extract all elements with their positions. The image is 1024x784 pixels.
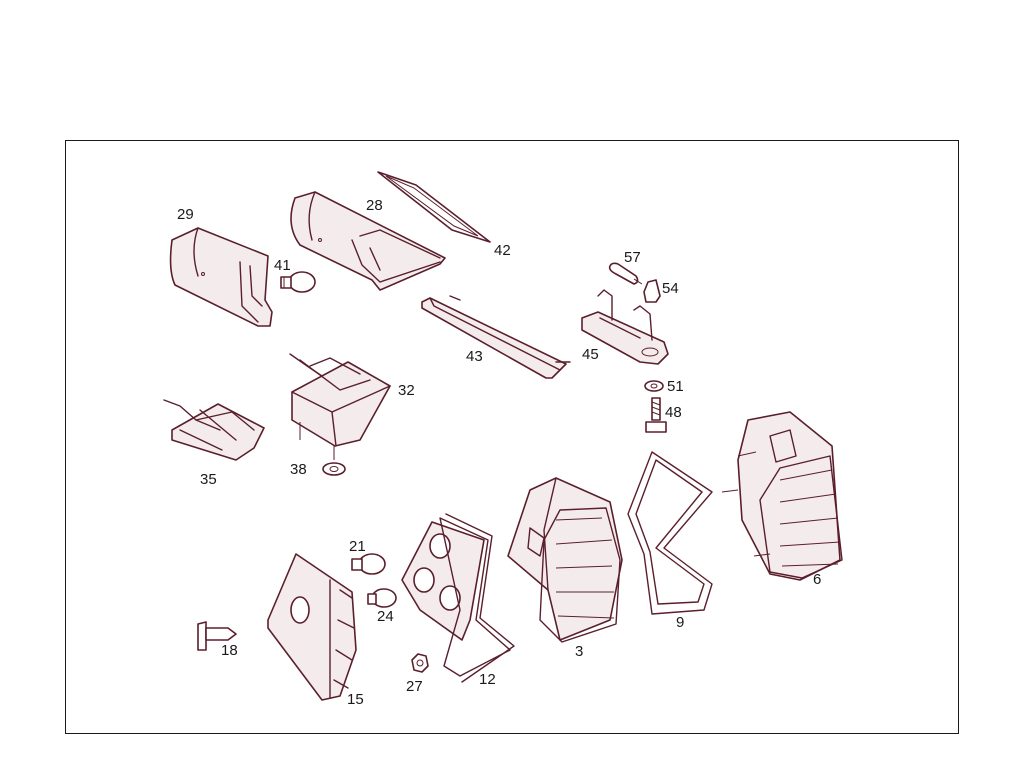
part-18-fastener[interactable] xyxy=(197,621,237,651)
part-29-housing[interactable] xyxy=(169,227,273,327)
part-45-holder[interactable] xyxy=(581,289,669,365)
part-28-housing[interactable] xyxy=(290,191,446,291)
callout-57: 57 xyxy=(624,249,641,266)
callout-48: 48 xyxy=(665,404,682,421)
part-48-screw[interactable] xyxy=(645,397,667,433)
callout-15: 15 xyxy=(347,691,364,708)
part-24-bulb[interactable] xyxy=(367,588,397,608)
part-57-bulb[interactable] xyxy=(608,262,643,285)
callout-42: 42 xyxy=(494,242,511,259)
part-15-carrier[interactable] xyxy=(267,553,357,701)
part-32-carrier[interactable] xyxy=(289,353,391,460)
part-54-clip[interactable] xyxy=(643,279,661,303)
part-51-washer[interactable] xyxy=(644,380,664,392)
callout-29: 29 xyxy=(177,206,194,223)
callout-51: 51 xyxy=(667,378,684,395)
part-6-lens[interactable] xyxy=(721,411,843,581)
part-41-bulb[interactable] xyxy=(280,271,316,293)
callout-18: 18 xyxy=(221,642,238,659)
part-27-nut[interactable] xyxy=(411,653,429,673)
callout-38: 38 xyxy=(290,461,307,478)
callout-28: 28 xyxy=(366,197,383,214)
callout-24: 24 xyxy=(377,608,394,625)
part-3-housing[interactable] xyxy=(507,477,623,643)
part-43-strip[interactable] xyxy=(421,295,571,379)
part-38-nut[interactable] xyxy=(322,462,346,476)
callout-35: 35 xyxy=(200,471,217,488)
callout-3: 3 xyxy=(575,643,583,660)
callout-41: 41 xyxy=(274,257,291,274)
callout-21: 21 xyxy=(349,538,366,555)
part-35-carrier[interactable] xyxy=(163,399,265,461)
callout-27: 27 xyxy=(406,678,423,695)
callout-32: 32 xyxy=(398,382,415,399)
part-42-lens[interactable] xyxy=(377,171,491,243)
part-9-gasket[interactable] xyxy=(627,451,713,615)
callout-45: 45 xyxy=(582,346,599,363)
part-12-reflector[interactable] xyxy=(401,513,515,683)
diagram-frame xyxy=(65,140,959,734)
callout-12: 12 xyxy=(479,671,496,688)
callout-54: 54 xyxy=(662,280,679,297)
callout-9: 9 xyxy=(676,614,684,631)
part-21-bulb[interactable] xyxy=(351,553,386,575)
callout-6: 6 xyxy=(813,571,821,588)
callout-43: 43 xyxy=(466,348,483,365)
